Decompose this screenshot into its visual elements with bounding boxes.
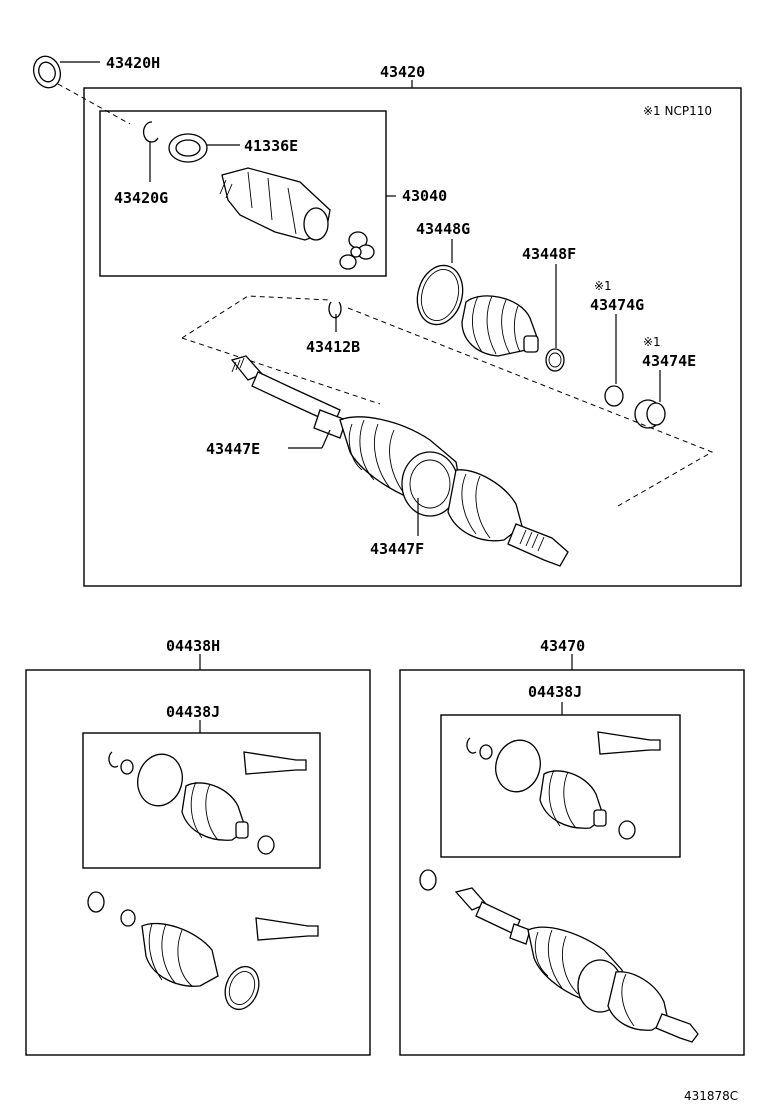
part-label-43420H[interactable]: 43420H: [106, 54, 160, 72]
part-label-43412B[interactable]: 43412B: [306, 338, 360, 356]
boot-kit-right-parts[interactable]: [466, 731, 661, 840]
figure-reference: 431878C: [684, 1089, 738, 1103]
inner-joint-housing[interactable]: [219, 167, 331, 241]
clip-43412B[interactable]: [328, 301, 342, 319]
part-label-04438J-right[interactable]: 04438J: [528, 683, 582, 701]
boot-kit-left-lower-parts[interactable]: [87, 891, 319, 1014]
shaft-assembly-frame-43470: [399, 669, 745, 1056]
part-label-43448F[interactable]: 43448F: [522, 245, 576, 263]
part-label-43470[interactable]: 43470: [540, 637, 585, 655]
boot-kit-frame-04438H: [25, 669, 371, 1056]
boot-inner[interactable]: [461, 295, 539, 357]
bearing-43474E[interactable]: [634, 399, 666, 429]
boot-kit-subframe-left: [82, 732, 321, 869]
note-mark-43474E: ※1: [643, 335, 661, 349]
boot-kit-subframe-right: [440, 714, 681, 858]
part-label-43420G[interactable]: 43420G: [114, 189, 168, 207]
part-label-41336E[interactable]: 41336E: [244, 137, 298, 155]
part-label-43420[interactable]: 43420: [380, 63, 425, 81]
shaft-assembly-43470[interactable]: [419, 869, 699, 1043]
inner-joint-box: [99, 110, 387, 277]
exploded-outline: [181, 295, 714, 507]
ring-41336E[interactable]: [168, 133, 208, 163]
part-label-43474E[interactable]: 43474E: [642, 352, 696, 370]
seal-43420H[interactable]: [29, 53, 64, 92]
tripod-joint[interactable]: [339, 231, 375, 270]
snap-ring-43420G[interactable]: [142, 121, 159, 143]
note-mark-43474G: ※1: [594, 279, 612, 293]
drive-shaft-assembly[interactable]: [230, 355, 569, 567]
boot-kit-left-upper-parts[interactable]: [108, 749, 307, 855]
part-label-43040[interactable]: 43040: [402, 187, 447, 205]
part-label-43448G[interactable]: 43448G: [416, 220, 470, 238]
part-label-43447F[interactable]: 43447F: [370, 540, 424, 558]
part-label-04438J-left[interactable]: 04438J: [166, 703, 220, 721]
part-label-43447E[interactable]: 43447E: [206, 440, 260, 458]
clamp-43448F[interactable]: [545, 348, 565, 372]
clamp-43448G[interactable]: [411, 260, 469, 329]
note-ncp110: ※1 NCP110: [643, 104, 712, 118]
part-label-04438H[interactable]: 04438H: [166, 637, 220, 655]
ring-43474G[interactable]: [604, 385, 624, 407]
part-label-43474G[interactable]: 43474G: [590, 296, 644, 314]
